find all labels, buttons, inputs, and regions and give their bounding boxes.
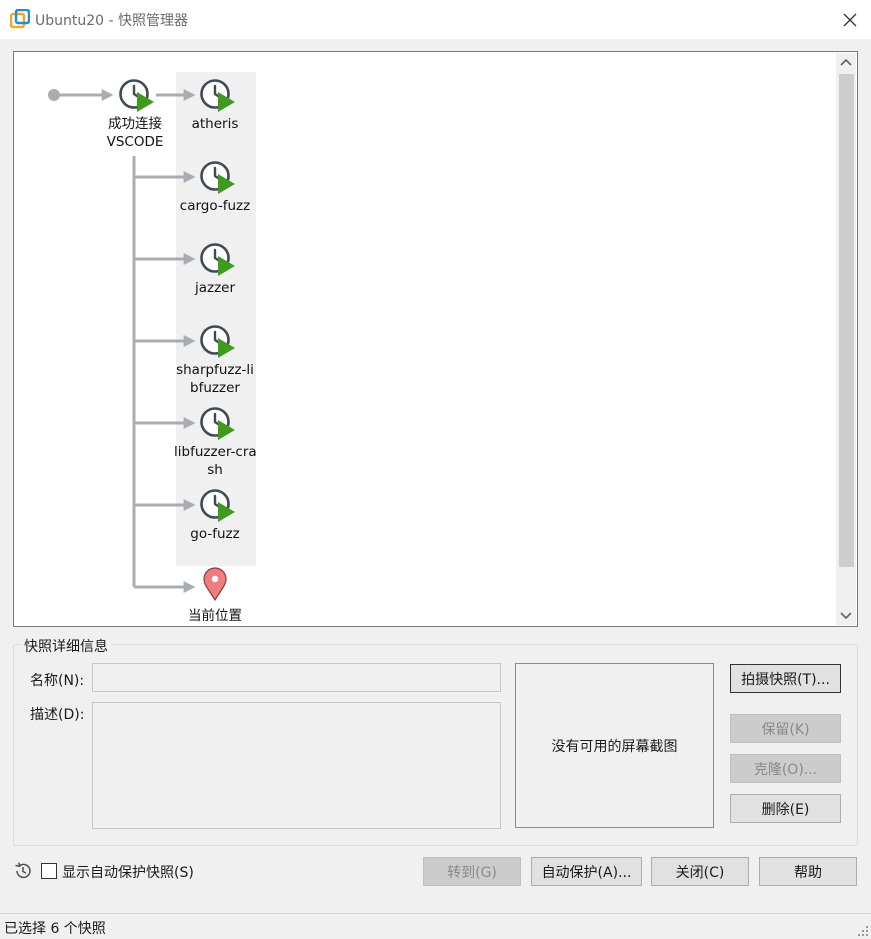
resize-grip-icon[interactable] — [857, 925, 869, 937]
snapshot-tree[interactable]: 成功连接 VSCODE atheris cargo-fuzz jazzer sh… — [13, 51, 858, 627]
snapshot-node-sharpfuzz[interactable]: sharpfuzz-li bfuzzer — [176, 362, 254, 396]
status-text: 已选择 6 个快照 — [4, 921, 106, 937]
close-icon — [843, 13, 857, 27]
no-screenshot-text: 没有可用的屏幕截图 — [551, 738, 678, 755]
take-snapshot-button[interactable]: 拍摄快照(T)... — [730, 664, 841, 693]
location-pin-icon[interactable] — [203, 567, 227, 602]
screenshot-preview: 没有可用的屏幕截图 — [515, 663, 714, 828]
snapshot-details-group — [13, 644, 858, 846]
scroll-down-icon[interactable] — [836, 605, 856, 625]
snapshot-node-atheris[interactable]: atheris — [191, 116, 239, 132]
close-button[interactable]: 关闭(C) — [651, 857, 749, 886]
delete-button[interactable]: 删除(E) — [730, 794, 841, 823]
autoprotect-button[interactable]: 自动保护(A)... — [531, 857, 642, 886]
keep-button[interactable]: 保留(K) — [730, 714, 841, 743]
name-label: 名称(N): — [30, 673, 85, 689]
snapshot-node-jazzer[interactable]: jazzer — [194, 280, 236, 296]
snapshot-clock-icon[interactable] — [119, 79, 156, 114]
current-location-node[interactable]: 当前位置 — [188, 608, 242, 624]
help-button[interactable]: 帮助 — [759, 857, 857, 886]
status-bar: 已选择 6 个快照 — [0, 913, 871, 939]
name-field[interactable] — [92, 663, 501, 692]
snapshot-node-libfuzzer[interactable]: libfuzzer-cra sh — [174, 444, 257, 478]
show-autoprotect-label[interactable]: 显示自动保护快照(S) — [62, 865, 194, 881]
clone-button[interactable]: 克隆(O)... — [730, 754, 841, 783]
snapshot-tree-graph — [48, 72, 256, 602]
scrollbar-thumb[interactable] — [839, 74, 854, 567]
snapshot-node-go-fuzz[interactable]: go-fuzz — [190, 526, 240, 542]
snapshot-details-title: 快照详细信息 — [21, 636, 111, 656]
selection-highlight — [176, 72, 256, 566]
window-title: Ubuntu20 - 快照管理器 — [35, 13, 189, 29]
history-icon — [15, 862, 31, 879]
description-field[interactable] — [92, 702, 501, 829]
goto-button[interactable]: 转到(G) — [423, 857, 521, 886]
tree-vertical-scrollbar[interactable] — [836, 53, 856, 625]
scroll-up-icon[interactable] — [836, 53, 856, 73]
close-window-button[interactable] — [829, 0, 871, 39]
show-autoprotect-checkbox[interactable] — [41, 863, 57, 879]
vmware-app-icon — [10, 9, 30, 29]
title-bar: Ubuntu20 - 快照管理器 — [0, 0, 871, 39]
snapshot-node-root[interactable]: 成功连接 VSCODE — [106, 116, 164, 150]
description-label: 描述(D): — [30, 707, 85, 723]
snapshot-node-cargo-fuzz[interactable]: cargo-fuzz — [179, 198, 251, 214]
